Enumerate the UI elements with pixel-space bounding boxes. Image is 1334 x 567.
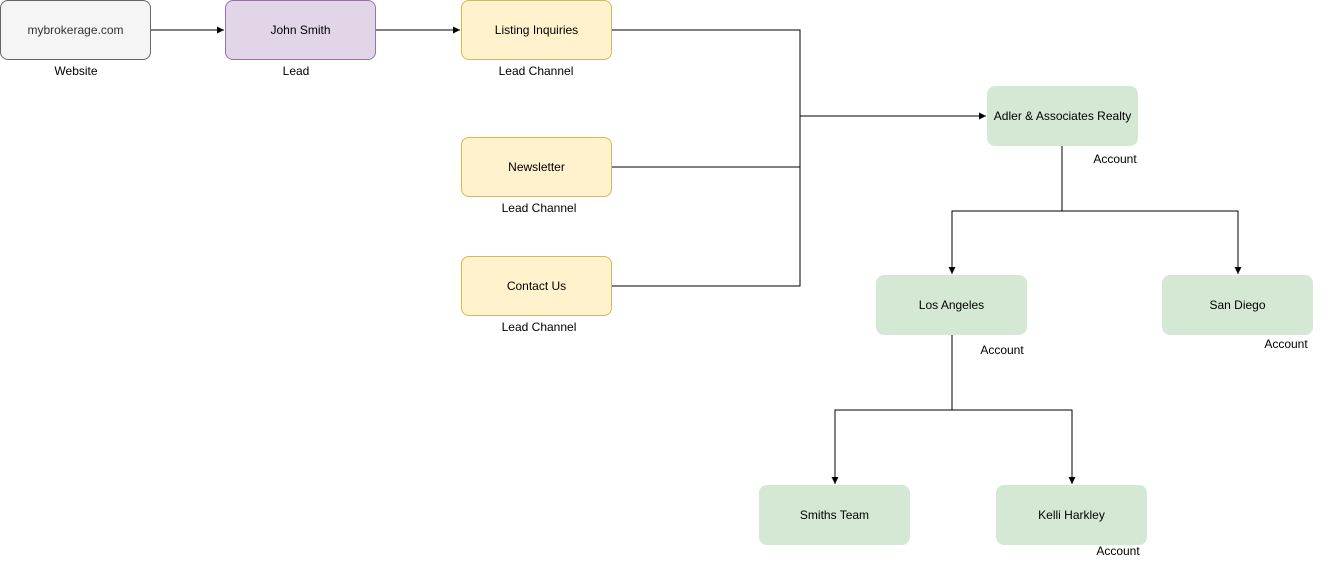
node-lead-caption: Lead — [282, 64, 310, 78]
node-los-angeles[interactable]: Los Angeles — [876, 275, 1027, 335]
node-kelli-harkley-caption: Account — [1096, 544, 1140, 558]
node-listing-inquiries-caption: Lead Channel — [498, 64, 574, 78]
node-adler-associates-realty[interactable]: Adler & Associates Realty — [987, 86, 1138, 146]
edge-los-angeles-to-kelli-harkley — [952, 409, 1076, 484]
node-newsletter-caption: Lead Channel — [501, 201, 577, 215]
node-smiths-team[interactable]: Smiths Team — [759, 485, 910, 545]
node-contact-us[interactable]: Contact Us — [461, 256, 612, 316]
node-san-diego-caption: Account — [1264, 337, 1308, 351]
node-listing-inquiries[interactable]: Listing Inquiries — [461, 0, 612, 60]
node-website-caption: Website — [54, 64, 98, 78]
node-website[interactable]: mybrokerage.com — [0, 0, 151, 60]
edge-los-angeles-to-smiths-team — [831, 335, 953, 484]
node-san-diego-label: San Diego — [1209, 298, 1266, 312]
edge-adler-to-los-angeles — [948, 146, 1063, 274]
node-san-diego[interactable]: San Diego — [1162, 275, 1313, 335]
node-smiths-team-label: Smiths Team — [799, 508, 870, 522]
node-contact-us-label: Contact Us — [506, 279, 567, 293]
node-kelli-harkley-label: Kelli Harkley — [1038, 508, 1105, 522]
node-newsletter[interactable]: Newsletter — [461, 137, 612, 197]
edge-contact-us-to-adler — [612, 116, 801, 287]
node-contact-us-caption: Lead Channel — [501, 320, 577, 334]
node-los-angeles-caption: Account — [980, 343, 1024, 357]
edge-listing-inquiries-to-adler — [612, 29, 986, 120]
node-lead[interactable]: John Smith — [225, 0, 376, 60]
node-listing-inquiries-label: Listing Inquiries — [494, 23, 579, 37]
node-los-angeles-label: Los Angeles — [918, 298, 985, 312]
node-newsletter-label: Newsletter — [508, 160, 565, 174]
node-website-label: mybrokerage.com — [27, 23, 124, 37]
node-adler-associates-realty-label: Adler & Associates Realty — [993, 109, 1132, 123]
node-adler-associates-realty-caption: Account — [1093, 152, 1137, 166]
edge-newsletter-to-adler — [612, 116, 801, 168]
node-kelli-harkley[interactable]: Kelli Harkley — [996, 485, 1147, 545]
node-lead-label: John Smith — [270, 23, 331, 37]
edge-adler-to-san-diego — [1062, 210, 1242, 274]
